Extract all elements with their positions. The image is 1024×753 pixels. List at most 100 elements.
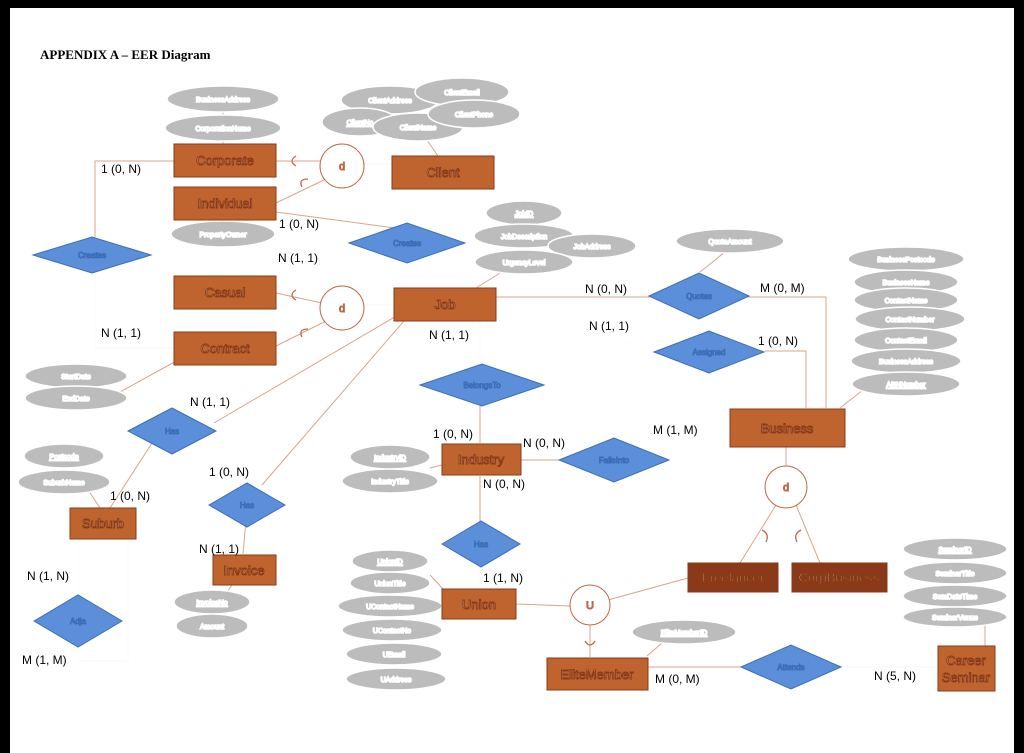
card-suburb-adja-m: M (1, M) (22, 653, 67, 667)
attr-invoice-no: InvoiceNo (173, 589, 251, 615)
svg-text:Assigned: Assigned (693, 348, 726, 357)
card-assigned-business: 1 (0, N) (758, 334, 798, 348)
card-creates-casual: N (1, 1) (278, 251, 318, 265)
spec-client-d: d (319, 143, 365, 189)
attributes: BusinessAddress CorporationName ClientAd… (17, 77, 1008, 691)
entity-business: Business (729, 408, 846, 448)
svg-text:JobAddress: JobAddress (574, 244, 611, 251)
attr-u-address: UAddress (345, 667, 447, 691)
svg-text:BusinessPostcode: BusinessPostcode (877, 257, 935, 264)
svg-text:SeminarID: SeminarID (938, 547, 971, 554)
entity-union: Union (441, 588, 517, 620)
svg-text:Job: Job (435, 297, 456, 312)
attr-seminar-title: SeminarTitle (902, 561, 1008, 585)
attr-sem-date-time: SemDateTime (902, 584, 1008, 608)
svg-text:StartDate: StartDate (61, 374, 91, 381)
entity-industry: Industry (441, 443, 522, 476)
svg-text:Suburb: Suburb (82, 516, 124, 531)
card-elite-attends: M (0, M) (655, 672, 700, 686)
relationships: Creates Creates Quotes Assigned BelongsT… (31, 222, 843, 690)
svg-text:SeminarTitle: SeminarTitle (935, 571, 974, 578)
card-job-quotes: N (0, N) (585, 282, 627, 296)
svg-text:JobDescription: JobDescription (501, 234, 547, 241)
svg-text:UContactNo: UContactNo (373, 628, 411, 635)
attr-postcode: Postcode (23, 443, 105, 469)
subset-symbols (291, 155, 802, 646)
card-job-assigned: N (1, 1) (589, 319, 629, 333)
svg-text:UnionTitle: UnionTitle (374, 581, 405, 588)
svg-text:Career: Career (946, 653, 986, 668)
svg-text:ClientEmail: ClientEmail (444, 90, 480, 97)
entity-individual: Individual (173, 186, 277, 221)
specialization-circles: d d d U (319, 143, 808, 626)
svg-text:Seminar: Seminar (942, 670, 991, 685)
attr-business-postcode: BusinessPostcode (847, 246, 965, 272)
svg-text:IndustryTitle: IndustryTitle (371, 479, 409, 486)
svg-text:ClientPhone: ClientPhone (455, 112, 493, 119)
svg-text:SeminarVenue: SeminarVenue (932, 615, 978, 622)
attr-industry-title: IndustryTitle (341, 468, 439, 494)
total-participation-lines (77, 163, 938, 668)
attr-union-title: UnionTitle (349, 571, 431, 595)
svg-text:Invoice: Invoice (223, 563, 264, 578)
card-individual-creates: 1 (0, N) (279, 217, 319, 231)
line-job-has-invoice (261, 313, 411, 486)
line-individual-creates (275, 211, 396, 229)
svg-text:Casual: Casual (205, 285, 246, 300)
line-industry-attrs (429, 464, 443, 469)
svg-text:Industry: Industry (458, 452, 505, 467)
svg-text:UAddress: UAddress (381, 677, 412, 684)
attr-union-id: UnionID (351, 549, 429, 573)
entity-job: Job (393, 287, 497, 322)
attr-client-email: ClientEmail (414, 77, 510, 107)
svg-text:d: d (783, 482, 789, 494)
svg-text:EliteMemberID: EliteMemberID (661, 630, 707, 637)
svg-text:ContactEmail: ContactEmail (885, 338, 927, 345)
subset-icon (300, 328, 309, 338)
card-industry-fallsinto: N (0, N) (523, 436, 565, 450)
attr-seminar-id: SeminarID (902, 537, 1008, 561)
card-fallsinto-business: M (1, M) (653, 423, 698, 437)
card-has-invoice: N (1, 1) (199, 542, 239, 556)
svg-text:BusinessName: BusinessName (882, 280, 929, 287)
svg-text:FallsInto: FallsInto (599, 456, 630, 465)
attr-contact-email: ContactEmail (853, 327, 959, 353)
svg-text:UrgencyLevel: UrgencyLevel (503, 260, 546, 267)
card-job-belongsto: N (1, 1) (429, 328, 469, 342)
rel-has-union: Has (441, 520, 521, 568)
line-union-u (515, 603, 571, 607)
svg-text:SuburbName: SuburbName (43, 480, 84, 487)
svg-text:Client: Client (426, 165, 460, 180)
svg-text:BusinessAddress: BusinessAddress (879, 359, 934, 366)
svg-text:Postcode: Postcode (49, 454, 78, 461)
attr-u-contact-no: UContactNo (341, 618, 443, 642)
attr-quote-amount: QuoteAmount (675, 228, 785, 254)
card-quotes-business: M (0, M) (760, 281, 805, 295)
svg-text:EliteMember: EliteMember (561, 667, 635, 682)
line-freelancer-u (607, 577, 689, 601)
line-d-individual (275, 177, 329, 204)
svg-text:d: d (339, 303, 345, 315)
attr-industry-id: IndustryID (349, 444, 431, 470)
svg-text:d: d (339, 161, 345, 173)
attr-suburb-name: SuburbName (17, 469, 111, 495)
card-contract-creates: N (1, 1) (101, 326, 141, 340)
attr-amount: Amount (175, 613, 249, 639)
line-has-suburb (109, 439, 155, 509)
attr-client-phone: ClientPhone (427, 99, 521, 129)
svg-text:Corporate: Corporate (196, 153, 254, 168)
svg-text:SemDateTime: SemDateTime (933, 594, 978, 601)
entity-contract: Contract (173, 331, 277, 366)
svg-text:Creates: Creates (393, 239, 421, 248)
svg-text:UContactName: UContactName (366, 604, 414, 611)
entity-elitemember: EliteMember (546, 657, 649, 691)
spec-business-d: d (764, 465, 808, 509)
entity-corporate: Corporate (173, 143, 277, 178)
entity-freelancer: Freelancer (687, 562, 779, 593)
attr-property-owner: PropertyOwner (170, 220, 276, 248)
rel-has-invoice: Has (208, 482, 286, 528)
svg-text:PropertyOwner: PropertyOwner (199, 232, 247, 239)
diagram-title: APPENDIX A – EER Diagram (40, 47, 211, 62)
svg-text:Has: Has (240, 501, 254, 510)
